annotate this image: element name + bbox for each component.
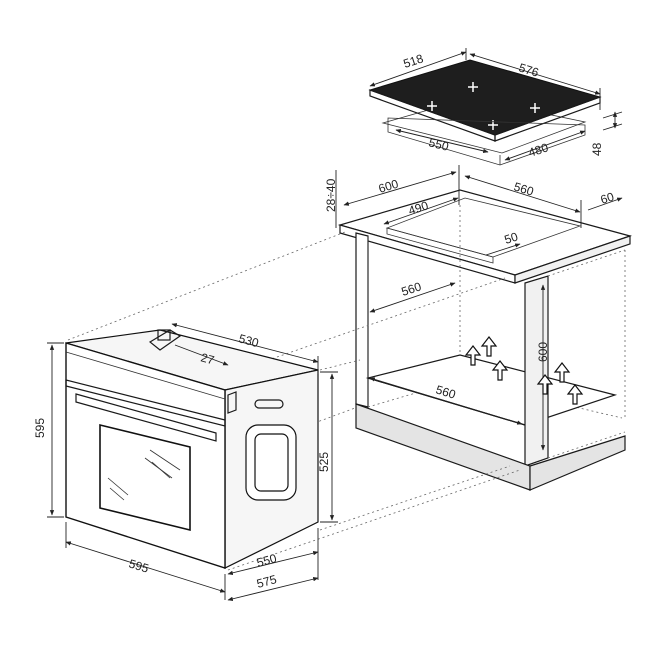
airflow-arrow-icon: [491, 360, 509, 381]
dim-595-height: 595: [33, 418, 47, 438]
dim-530: 530: [237, 331, 260, 350]
dim-560-upper: 560: [400, 279, 424, 299]
airflow-arrow-icon: [566, 384, 584, 405]
dim-550-oven: 550: [255, 551, 278, 570]
dim-550-hob: 550: [427, 135, 450, 154]
airflow-arrow-icon: [480, 336, 498, 357]
airflow-arrow-icon: [553, 362, 571, 383]
dim-560-worktop: 560: [512, 179, 536, 198]
airflow-arrow-icon: [536, 374, 554, 395]
dim-600-worktop: 600: [377, 177, 401, 196]
cabinet: [337, 189, 633, 491]
airflow-arrows: [464, 336, 584, 405]
dim-525: 525: [317, 452, 331, 472]
dim-600-cabinet: 600: [536, 342, 550, 362]
dim-490: 490: [407, 198, 431, 218]
dim-575: 575: [255, 572, 278, 591]
hob: [368, 59, 602, 166]
dim-50: 50: [503, 229, 520, 247]
dim-595-width: 595: [127, 556, 151, 575]
dim-480: 480: [527, 140, 551, 160]
dim-27: 27: [199, 350, 216, 367]
oven-dimensions: 530 27 595 595 525 550 575: [33, 323, 338, 601]
dim-560-lower: 560: [434, 382, 458, 401]
airflow-arrow-icon: [464, 345, 482, 366]
dim-60: 60: [599, 189, 616, 206]
dim-576: 576: [517, 60, 541, 79]
dim-28-40: 28÷40: [324, 178, 338, 212]
dim-518: 518: [402, 51, 426, 71]
oven: [65, 329, 319, 569]
cabinet-dimensions: 600 28÷40 560 60 490 50 560 560 600: [324, 165, 623, 451]
dim-48: 48: [590, 142, 604, 156]
hob-dimensions: 518 576 550 480 48: [369, 48, 623, 161]
